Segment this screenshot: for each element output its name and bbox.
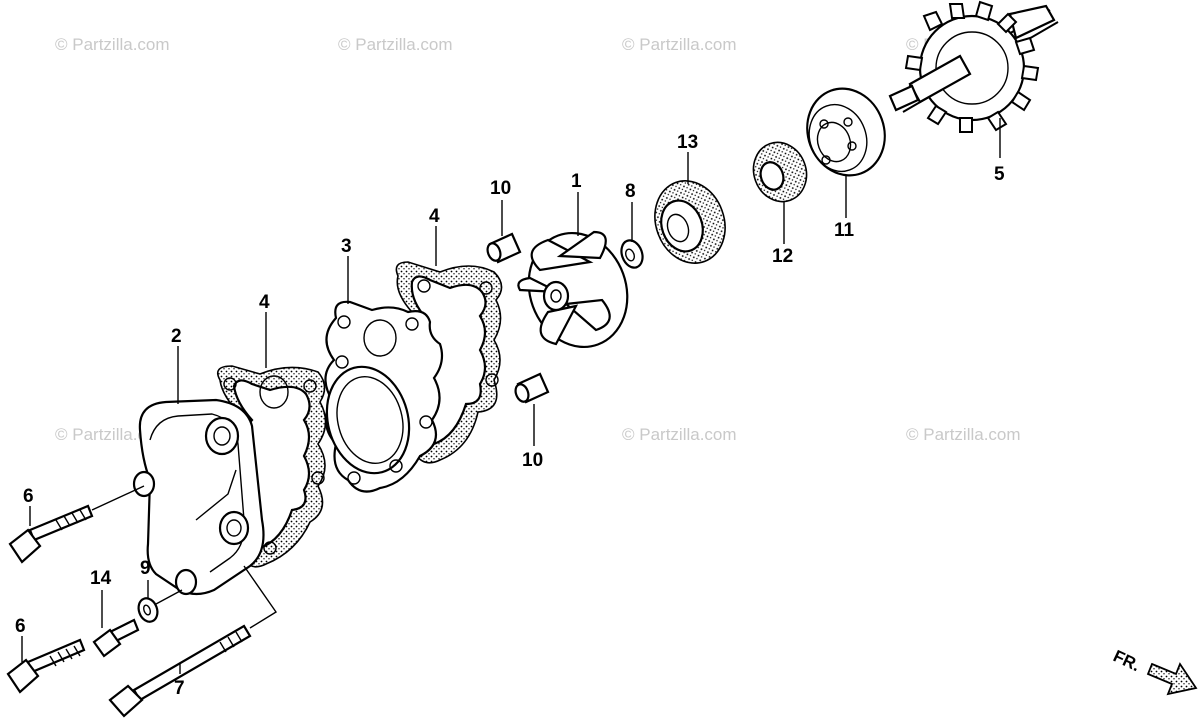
part-5-impeller-shaft-gear — [888, 0, 1059, 133]
callout-labels: 1 2 3 4 4 5 6 6 7 8 9 10 10 11 12 13 14 — [15, 132, 1005, 699]
callout-1: 1 — [571, 171, 582, 192]
direction-label: FR. — [1110, 646, 1143, 675]
callout-6-lower: 6 — [15, 616, 26, 637]
watermark: © Partzilla.com — [906, 425, 1021, 444]
callout-7: 7 — [174, 678, 185, 699]
callout-10-upper: 10 — [490, 178, 511, 199]
part-2-pump-cover — [132, 398, 265, 596]
watermark: © Partzilla.com — [622, 425, 737, 444]
part-6-bolt-upper — [8, 485, 145, 564]
callout-12: 12 — [772, 246, 793, 267]
callout-3: 3 — [341, 236, 352, 257]
callout-13: 13 — [677, 132, 698, 153]
part-9-washer — [137, 589, 183, 623]
part-7-long-bolt — [108, 565, 277, 718]
arrow-right-icon — [1146, 662, 1198, 696]
callout-2: 2 — [171, 326, 182, 347]
callout-10-lower: 10 — [522, 450, 543, 471]
part-10-dowel-pin-lower — [514, 372, 550, 404]
part-6-bolt-lower — [6, 638, 86, 694]
part-12-oil-seal — [752, 141, 808, 203]
callout-5: 5 — [994, 164, 1005, 185]
callout-8: 8 — [625, 181, 636, 202]
part-14-bolt — [92, 618, 140, 658]
callout-4-upper: 4 — [429, 206, 440, 227]
watermark: © Partzilla.com — [622, 35, 737, 54]
front-direction-indicator: FR. — [1110, 646, 1198, 696]
leader-lines — [21, 118, 1001, 674]
watermark: © Partzilla.com — [55, 35, 170, 54]
part-8-washer — [620, 239, 644, 269]
callout-6-upper: 6 — [23, 486, 34, 507]
part-3-cover-plate — [324, 300, 444, 493]
part-11-seal — [806, 87, 886, 177]
part-1-impeller — [517, 230, 629, 349]
callout-9: 9 — [140, 558, 151, 579]
callout-4-lower: 4 — [259, 292, 270, 313]
watermark: © Partzilla.com — [338, 35, 453, 54]
part-13-bearing — [654, 180, 726, 264]
callout-14: 14 — [90, 568, 112, 589]
part-10-dowel-pin-upper — [486, 232, 522, 264]
callout-11: 11 — [834, 220, 855, 241]
